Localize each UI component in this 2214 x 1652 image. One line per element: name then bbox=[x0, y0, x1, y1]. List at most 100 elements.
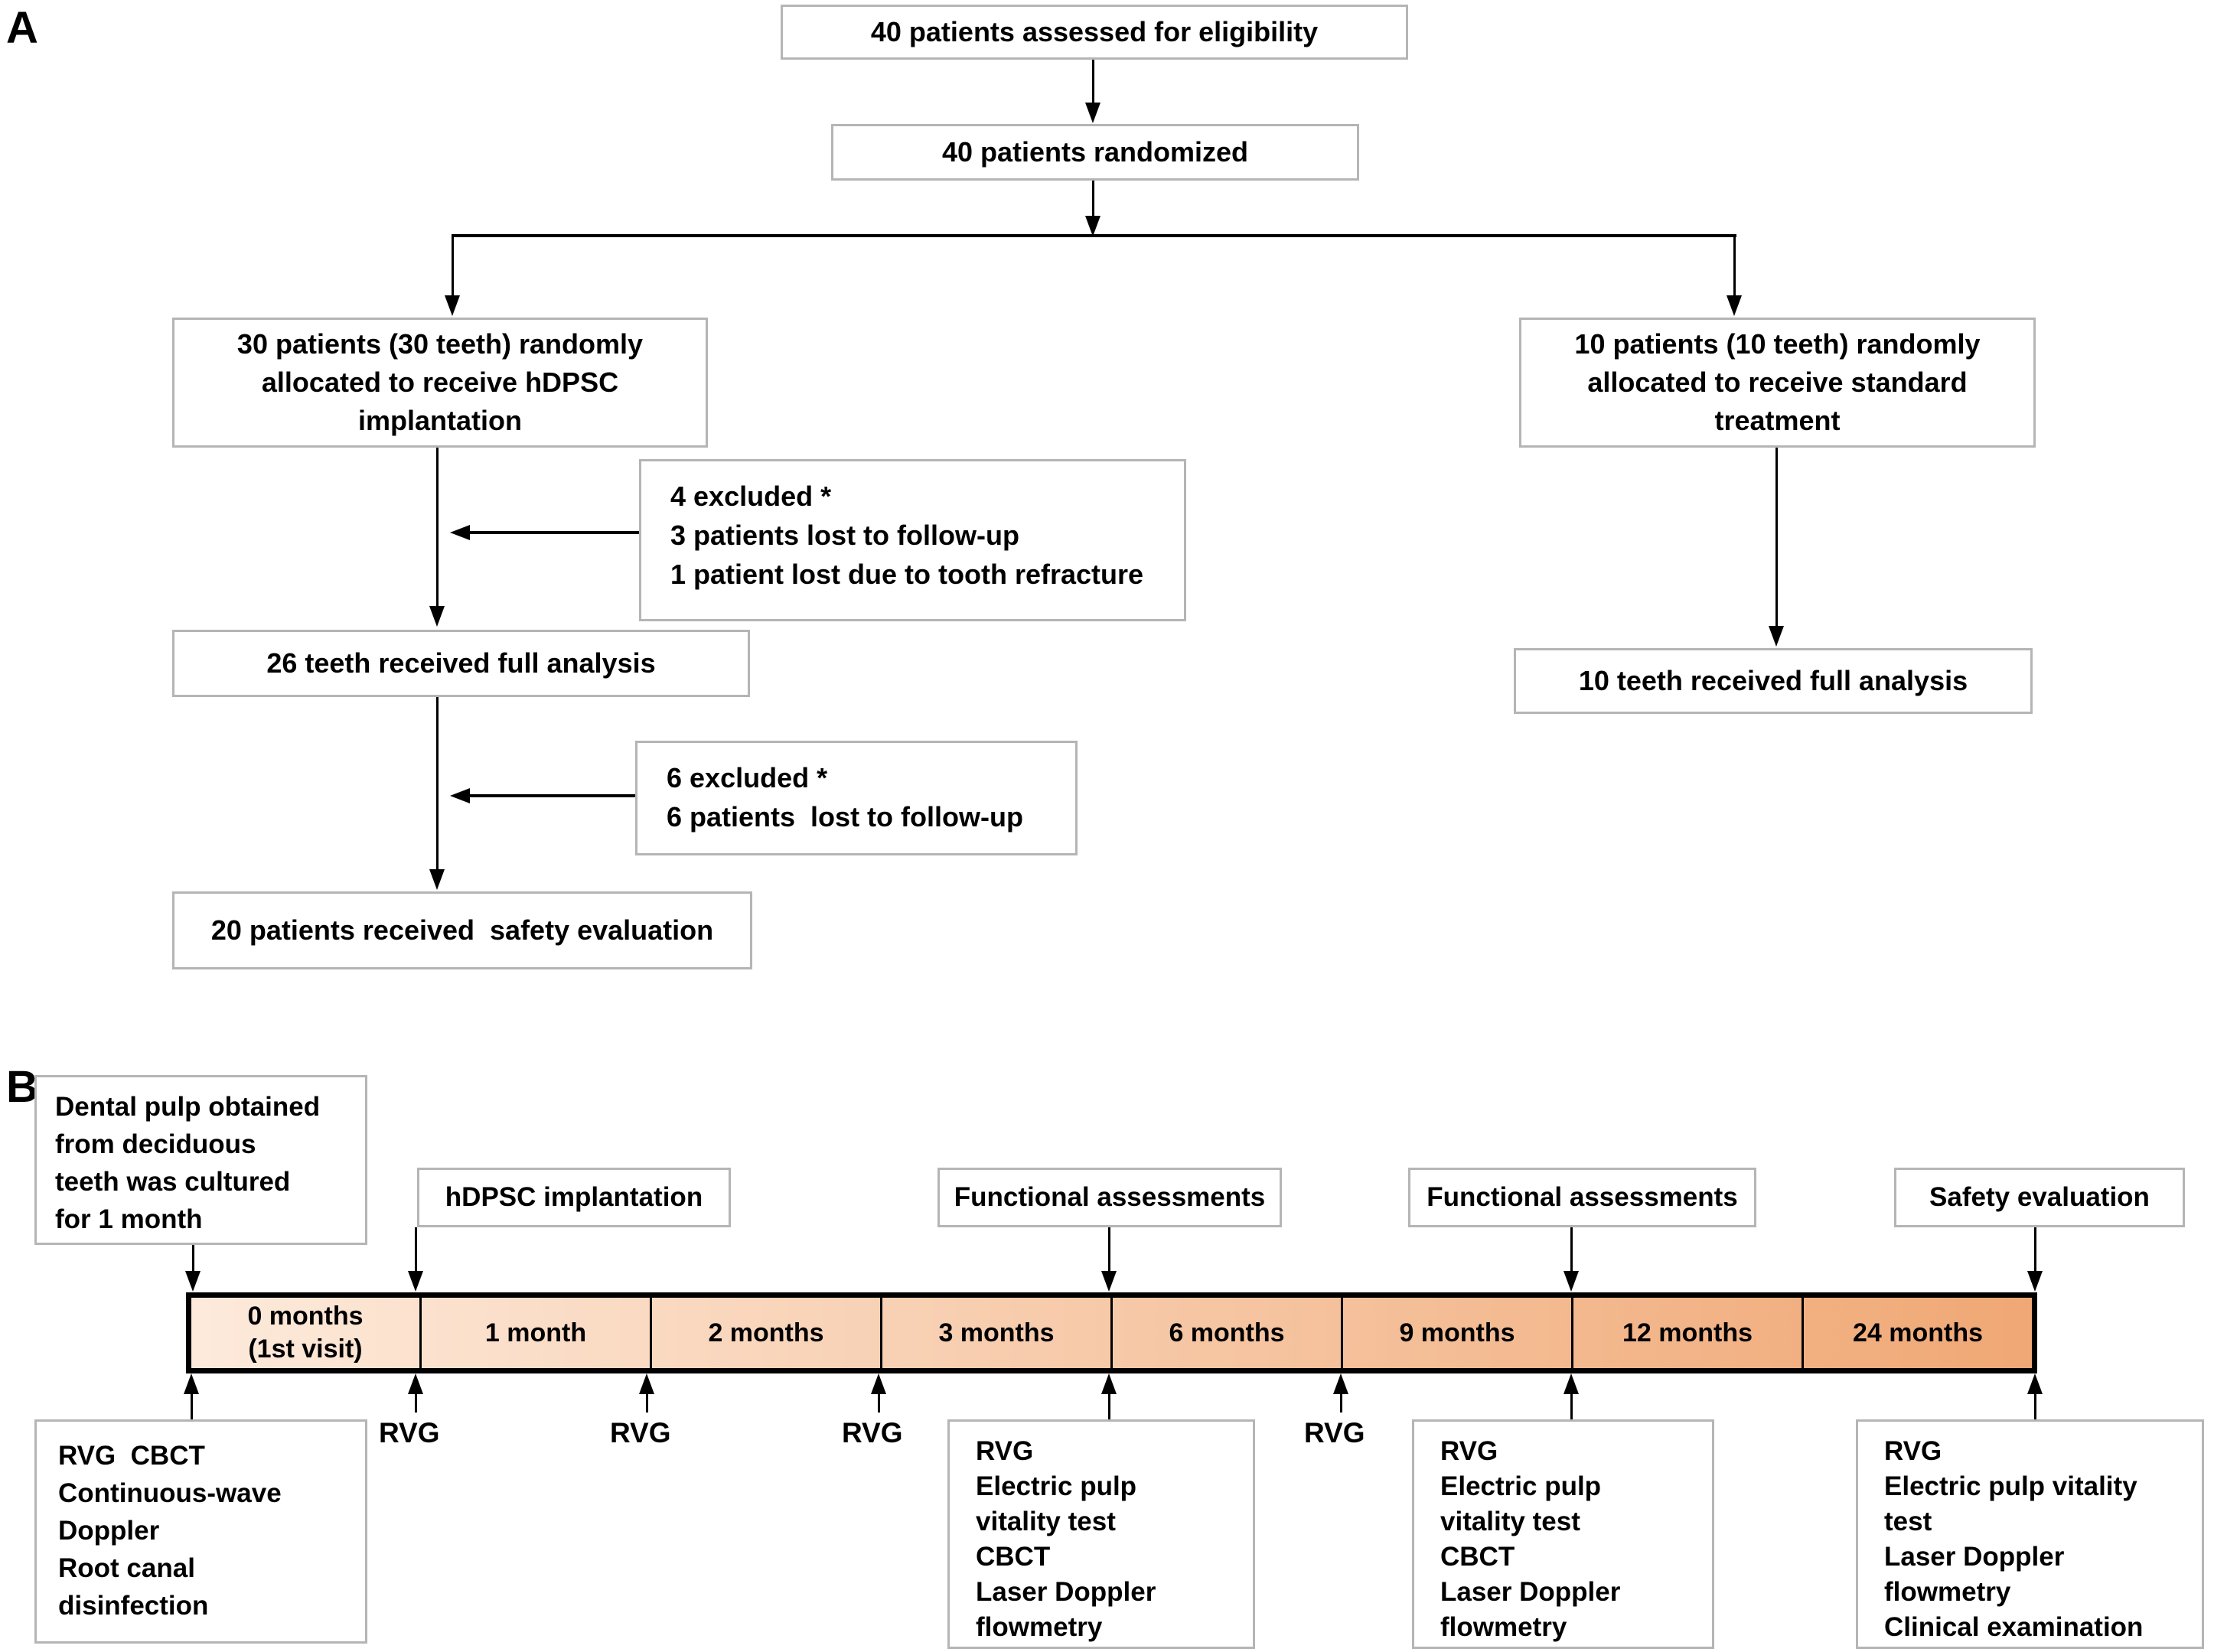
functional-assessments-2-text: Functional assessments bbox=[1427, 1182, 1738, 1212]
up-arrow-assess-1-head bbox=[1101, 1373, 1117, 1394]
timeline-segment-9-months: 9 months bbox=[1343, 1298, 1573, 1368]
right-spine-stem bbox=[1775, 448, 1778, 626]
assessments-9-12-box: RVG Electric pulp vitality test CBCT Las… bbox=[1412, 1419, 1714, 1649]
timeline-segment-1-month: 1 month bbox=[422, 1298, 652, 1368]
right-branch-head bbox=[1727, 295, 1742, 316]
left-spine-stem-1 bbox=[436, 448, 439, 606]
up-arrow-safety-stem bbox=[2034, 1393, 2036, 1422]
assessments-3-6-text: RVG Electric pulp vitality test CBCT Las… bbox=[976, 1436, 1156, 1642]
hdpsc-implantation-box: hDPSC implantation bbox=[417, 1168, 731, 1227]
timeline-bar: 0 months (1st visit) 1 month 2 months 3 … bbox=[186, 1292, 2037, 1373]
arrow-dental-pulp-stem bbox=[192, 1245, 194, 1272]
left-spine-stem-2 bbox=[436, 697, 439, 869]
timeline-segment-3-months: 3 months bbox=[882, 1298, 1113, 1368]
standard-allocation-text: 10 patients (10 teeth) randomly allocate… bbox=[1574, 328, 1981, 436]
up-arrow-1-month-head bbox=[408, 1373, 423, 1394]
baseline-tests-box: RVG CBCT Continuous-wave Doppler Root ca… bbox=[34, 1419, 367, 1644]
timeline-segment-label: 6 months bbox=[1169, 1318, 1285, 1347]
arrow-randomized-head bbox=[1085, 216, 1100, 236]
arrow-safety-stem bbox=[2034, 1227, 2036, 1272]
rvg-label-9-months: RVG bbox=[1304, 1417, 1365, 1448]
full-analysis-standard-box: 10 teeth received full analysis bbox=[1514, 648, 2033, 714]
safety-tests-text: RVG Electric pulp vitality test Laser Do… bbox=[1884, 1436, 2144, 1642]
up-arrow-assess-1-stem bbox=[1108, 1393, 1110, 1422]
timeline-segment-label: 3 months bbox=[938, 1318, 1055, 1347]
arrow-eligibility-head bbox=[1085, 103, 1100, 123]
up-arrow-9-months-stem bbox=[1340, 1393, 1342, 1413]
safety-evaluation-label-box: Safety evaluation bbox=[1894, 1168, 2185, 1227]
up-arrow-assess-2-head bbox=[1563, 1373, 1579, 1394]
timeline-segment-12-months: 12 months bbox=[1573, 1298, 1804, 1368]
timeline-segment-label: 12 months bbox=[1622, 1318, 1753, 1347]
left-spine-head-2 bbox=[429, 869, 445, 890]
assessments-9-12-text: RVG Electric pulp vitality test CBCT Las… bbox=[1440, 1436, 1621, 1642]
safety-evaluation-text: 20 patients received safety evaluation bbox=[210, 914, 714, 946]
safety-evaluation-box: 20 patients received safety evaluation bbox=[172, 891, 752, 969]
safety-evaluation-label-text: Safety evaluation bbox=[1929, 1182, 2150, 1212]
full-analysis-hdpsc-box: 26 teeth received full analysis bbox=[172, 630, 750, 697]
baseline-tests-text: RVG CBCT Continuous-wave Doppler Root ca… bbox=[58, 1441, 282, 1621]
timeline-segment-label: 24 months bbox=[1852, 1318, 1984, 1347]
randomized-box: 40 patients randomized bbox=[831, 124, 1359, 181]
eligibility-text: 40 patients assessed for eligibility bbox=[870, 16, 1319, 47]
timeline-segment-2-months: 2 months bbox=[652, 1298, 882, 1368]
left-spine-head-1 bbox=[429, 606, 445, 627]
left-branch-stem bbox=[452, 234, 454, 295]
exclusion-1-arrow-head bbox=[450, 525, 470, 540]
up-arrow-1-month-stem bbox=[415, 1393, 417, 1413]
hdpsc-implantation-text: hDPSC implantation bbox=[445, 1182, 703, 1212]
arrow-safety-head bbox=[2027, 1271, 2043, 1292]
dental-pulp-box: Dental pulp obtained from deciduous teet… bbox=[34, 1075, 367, 1245]
arrow-functional-2-stem bbox=[1570, 1227, 1573, 1272]
timeline-segment-0-months: 0 months (1st visit) bbox=[191, 1298, 422, 1368]
right-branch-stem bbox=[1733, 234, 1736, 295]
up-arrow-safety-head bbox=[2027, 1373, 2043, 1394]
timeline-segment-24-months: 24 months bbox=[1804, 1298, 2032, 1368]
arrow-hdpsc-stem bbox=[415, 1227, 417, 1272]
exclusion-2-arrow-head bbox=[450, 788, 470, 803]
up-arrow-2-months-head bbox=[639, 1373, 654, 1394]
arrow-hdpsc-head bbox=[408, 1271, 423, 1292]
dental-pulp-text: Dental pulp obtained from deciduous teet… bbox=[55, 1092, 321, 1234]
panel-a-label: A bbox=[6, 3, 38, 53]
full-analysis-standard-text: 10 teeth received full analysis bbox=[1578, 665, 1968, 696]
up-arrow-3-months-head bbox=[871, 1373, 886, 1394]
timeline-segment-6-months: 6 months bbox=[1113, 1298, 1343, 1368]
right-spine-head bbox=[1769, 626, 1784, 647]
full-analysis-hdpsc-text: 26 teeth received full analysis bbox=[266, 647, 656, 679]
functional-assessments-box-2: Functional assessments bbox=[1408, 1168, 1756, 1227]
assessments-3-6-box: RVG Electric pulp vitality test CBCT Las… bbox=[947, 1419, 1255, 1649]
up-arrow-9-months-head bbox=[1333, 1373, 1348, 1394]
eligibility-box: 40 patients assessed for eligibility bbox=[781, 5, 1408, 60]
arrow-eligibility-stem bbox=[1092, 60, 1094, 104]
hdpsc-allocation-box: 30 patients (30 teeth) randomly allocate… bbox=[172, 318, 708, 448]
up-arrow-2-months-stem bbox=[646, 1393, 648, 1413]
timeline-segment-label: 2 months bbox=[708, 1318, 824, 1347]
left-branch-head bbox=[445, 295, 460, 316]
randomized-text: 40 patients randomized bbox=[941, 136, 1249, 168]
exclusion-box-1: 4 excluded * 3 patients lost to follow-u… bbox=[639, 459, 1186, 621]
exclusion-1-text: 4 excluded * 3 patients lost to follow-u… bbox=[670, 481, 1144, 590]
hdpsc-allocation-text: 30 patients (30 teeth) randomly allocate… bbox=[236, 328, 644, 436]
panel-b-label: B bbox=[6, 1062, 38, 1112]
up-arrow-3-months-stem bbox=[878, 1393, 880, 1413]
rvg-label-2-months: RVG bbox=[610, 1417, 671, 1448]
arrow-functional-1-head bbox=[1101, 1271, 1117, 1292]
functional-assessments-box-1: Functional assessments bbox=[937, 1168, 1282, 1227]
arrow-functional-1-stem bbox=[1108, 1227, 1110, 1272]
safety-tests-box: RVG Electric pulp vitality test Laser Do… bbox=[1856, 1419, 2204, 1649]
exclusion-1-arrow-stem bbox=[470, 531, 639, 534]
up-arrow-baseline-head bbox=[184, 1373, 199, 1394]
branch-line bbox=[452, 234, 1736, 237]
up-arrow-baseline-stem bbox=[191, 1393, 193, 1422]
arrow-dental-pulp-head bbox=[185, 1271, 201, 1292]
arrow-functional-2-head bbox=[1563, 1271, 1579, 1292]
timeline-segment-label: 9 months bbox=[1399, 1318, 1515, 1347]
up-arrow-assess-2-stem bbox=[1570, 1393, 1573, 1422]
arrow-randomized-stem bbox=[1092, 181, 1094, 217]
timeline-segment-label: 1 month bbox=[484, 1318, 587, 1347]
rvg-label-1-month: RVG bbox=[379, 1417, 440, 1448]
exclusion-2-text: 6 excluded * 6 patients lost to follow-u… bbox=[667, 762, 1023, 833]
timeline-segment-label: 0 months (1st visit) bbox=[247, 1302, 364, 1364]
